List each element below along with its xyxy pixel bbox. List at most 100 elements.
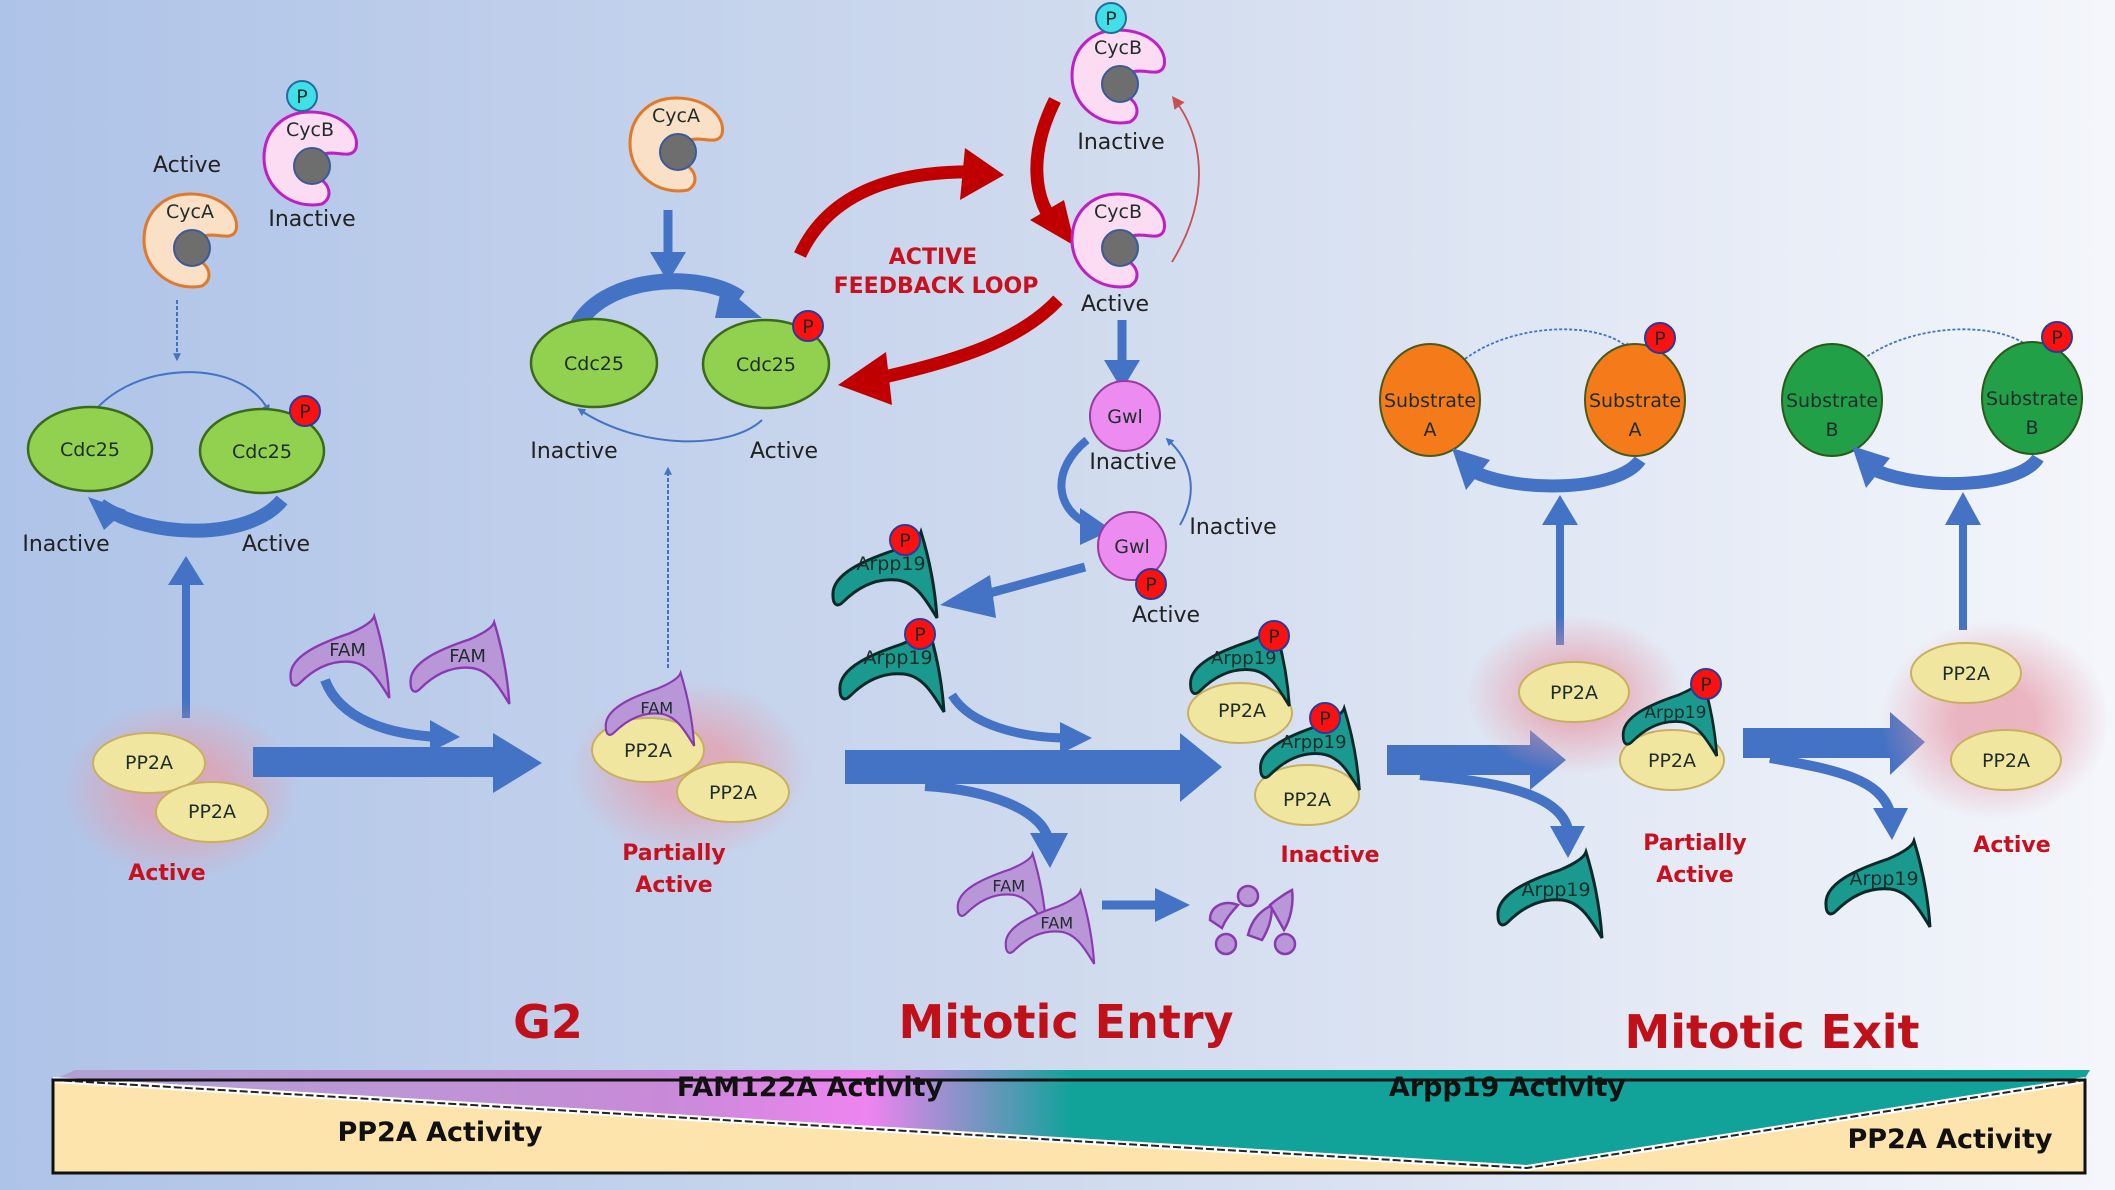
cycb-label: CycB (286, 119, 334, 141)
fam-1: FAM (289, 615, 391, 700)
big-arrow-icon (1743, 712, 1925, 775)
gwl-state-label: Inactive (1189, 515, 1276, 540)
cyca-state-label: Active (153, 153, 221, 178)
phospho-icon (1095, 2, 1127, 34)
svg-text:Arpp19: Arpp19 (1281, 732, 1347, 753)
pp2a-active: PP2A (1910, 642, 2022, 704)
pp2a-2: PP2A (155, 781, 269, 843)
pp2a-1: PP2A (591, 717, 705, 783)
svg-text:P: P (802, 316, 813, 338)
cdc25-inactive: Cdc25 (529, 317, 659, 409)
svg-text:PP2A: PP2A (1283, 789, 1331, 811)
arrow-icon (320, 678, 441, 742)
svg-text:PP2A: PP2A (1982, 750, 2030, 772)
bar-frame (51, 1078, 2087, 1175)
partial-panel: CycA Cdc25 Cdc25 P Inactive Active PP2A … (529, 96, 831, 898)
svg-text:Substrate: Substrate (1986, 388, 2078, 410)
gwl-cycle: Gwl Inactive Gwl P Inactive Active (940, 320, 1277, 628)
substrate-b-unphospho: Substrate B (1781, 343, 1883, 457)
svg-text:Cdc25: Cdc25 (736, 354, 796, 376)
arrow-icon (1867, 453, 2044, 491)
svg-text:Arpp19: Arpp19 (1849, 868, 1918, 890)
substrate-b-phospho: Substrate B P (1981, 321, 2083, 455)
svg-text:PP2A: PP2A (125, 752, 173, 774)
svg-text:CycA: CycA (652, 105, 700, 127)
pp2a-state-label: Active (128, 861, 205, 886)
substrate-a-phospho: Substrate A P (1584, 322, 1686, 457)
svg-text:P: P (899, 530, 910, 552)
feedback-arrow-icon (794, 165, 981, 258)
svg-text:FAM: FAM (449, 646, 486, 667)
phospho-icon (792, 310, 824, 342)
feedback-arrow-icon (1171, 95, 1200, 263)
phospho-icon (1135, 568, 1167, 600)
gwl-state-label: Inactive (1089, 450, 1176, 475)
svg-text:Arpp19: Arpp19 (1211, 648, 1277, 669)
arrow-icon (1419, 770, 1573, 832)
svg-text:P: P (914, 624, 925, 646)
phase-title-g2: G2 (513, 995, 583, 1049)
partial-state-label: Active (1656, 863, 1733, 888)
arrow-icon (1467, 455, 1646, 493)
gwl-inactive: Gwl (1089, 380, 1161, 452)
svg-text:Substrate: Substrate (1589, 390, 1681, 412)
svg-text:PP2A: PP2A (624, 740, 672, 762)
arrow-icon (577, 408, 763, 443)
complex-state-label: Inactive (1280, 843, 1379, 868)
svg-text:P: P (1268, 626, 1279, 648)
phospho-icon (1258, 620, 1290, 652)
cyca-active: CycA (628, 96, 725, 193)
fam-bound: FAM (604, 671, 696, 748)
arrow-icon (924, 781, 1053, 840)
svg-text:FAM: FAM (329, 640, 366, 661)
arrow-icon (1057, 436, 1092, 529)
arpp19-phospho: Arpp19 P (831, 524, 939, 620)
arpp19-pp2a-complex: PP2A Arpp19 P (1619, 668, 1725, 791)
arpp19-pp2a-complex: PP2A Arpp19 P (1187, 620, 1293, 744)
arrow-icon (1847, 328, 2033, 373)
phospho-icon: P (286, 80, 318, 112)
cdc25-inactive: Cdc25 (26, 405, 154, 493)
g2-panel: CycA Active CycB P Inactive Cdc25 Cdc25 … (22, 80, 542, 886)
svg-text:B: B (2025, 417, 2038, 439)
cyca-label: CycA (166, 201, 214, 223)
pp2a-free: PP2A (1518, 661, 1630, 723)
cdc25-active: Cdc25 P (701, 310, 831, 410)
svg-text:Gwl: Gwl (1107, 406, 1143, 428)
svg-text:P: P (1105, 8, 1116, 30)
svg-text:P: P (2051, 327, 2062, 349)
activity-bar: FAM122A Activity Arpp19 Activity PP2A Ac… (51, 1070, 2090, 1175)
fam-2: FAM (409, 621, 511, 706)
fam-fragments-icon (1208, 884, 1297, 956)
pp2a-state-label: Active (1973, 833, 2050, 858)
arrow-icon (1449, 328, 1631, 373)
cdc25-inactive-label: Inactive (22, 532, 109, 557)
substrate-a-unphospho: Substrate A (1379, 343, 1481, 457)
phase-title-mitotic-entry: Mitotic Entry (898, 995, 1233, 1049)
svg-text:B: B (1825, 419, 1838, 441)
partial-state-label: Partially (622, 841, 726, 866)
arpp19-pp2a-complex: PP2A Arpp19 P (1254, 702, 1361, 826)
svg-text:Cdc25: Cdc25 (60, 439, 120, 461)
svg-text:Cdc25: Cdc25 (232, 441, 292, 463)
big-arrow-icon (253, 733, 542, 793)
cyca-active: CycA (142, 192, 239, 289)
cdc25-active-label: Active (750, 439, 818, 464)
cycb-state-label: Inactive (1077, 130, 1164, 155)
gwl-state-label: Active (1132, 603, 1200, 628)
svg-text:CycB: CycB (1094, 201, 1142, 223)
svg-text:P: P (1319, 708, 1330, 730)
arrow-icon (84, 371, 270, 426)
phospho-icon (289, 395, 321, 427)
svg-text:CycB: CycB (1094, 37, 1142, 59)
svg-text:PP2A: PP2A (188, 801, 236, 823)
band-divider (52, 1079, 2086, 1170)
pp2a-activity-band (53, 1080, 2085, 1173)
fam-degraded: FAM (956, 852, 1048, 929)
svg-text:Cdc25: Cdc25 (564, 353, 624, 375)
phase-title-mitotic-exit: Mitotic Exit (1624, 1005, 1919, 1059)
feedback-arrow-icon (878, 295, 1063, 385)
cycb-state-label: Active (1081, 292, 1149, 317)
svg-text:Substrate: Substrate (1786, 390, 1878, 412)
